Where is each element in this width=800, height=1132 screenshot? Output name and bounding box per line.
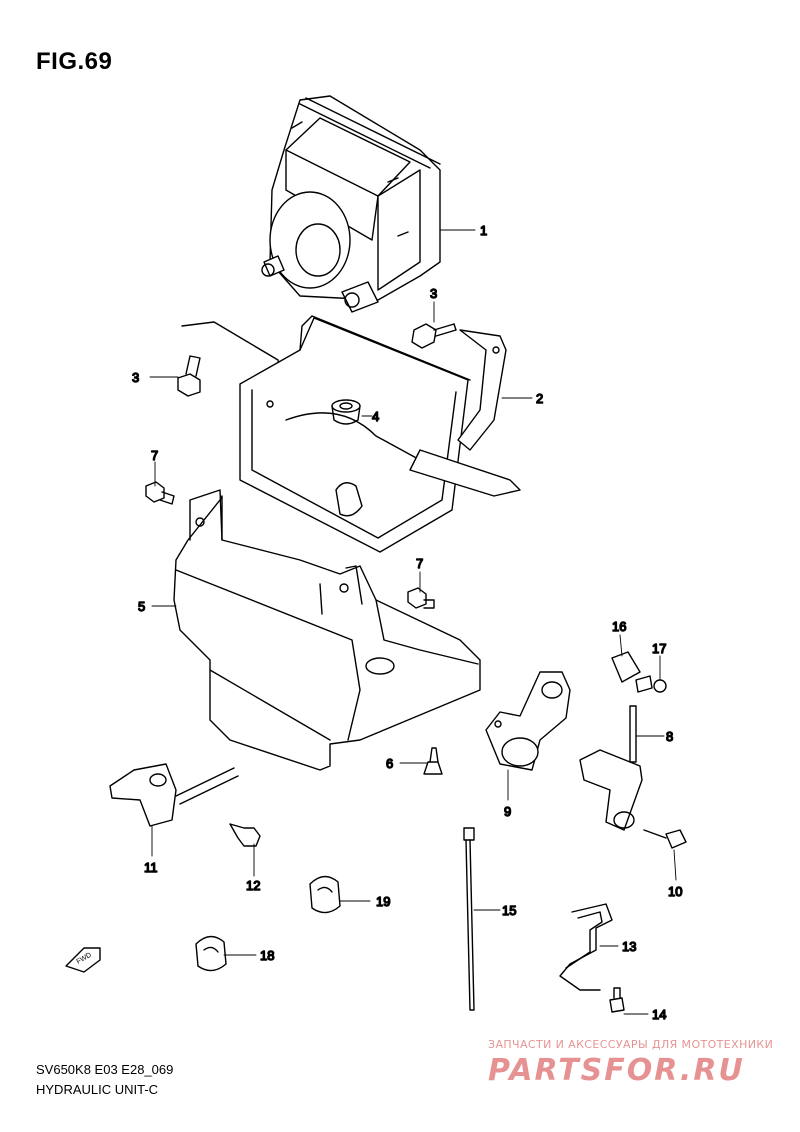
leader-lines bbox=[149, 229, 677, 1015]
callout-16: 16 bbox=[612, 619, 626, 634]
callout-4: 4 bbox=[372, 409, 379, 424]
part-14-bolt[interactable] bbox=[609, 987, 625, 1013]
part-8-speed-sensor[interactable] bbox=[579, 705, 643, 831]
part-16-nut-clip[interactable] bbox=[611, 651, 641, 683]
callout-9: 9 bbox=[504, 804, 511, 819]
section-name: HYDRAULIC UNIT-C bbox=[36, 1082, 159, 1097]
part-3-bolt-left[interactable] bbox=[177, 355, 201, 397]
part-6-clip[interactable] bbox=[423, 747, 443, 775]
callout-3-left: 3 bbox=[132, 370, 139, 385]
watermark-brand: PARTSFOR.RU bbox=[488, 1053, 745, 1088]
part-7-screw-left[interactable] bbox=[145, 481, 175, 505]
callout-19: 19 bbox=[376, 894, 390, 909]
part-7-screw-right[interactable] bbox=[407, 587, 435, 609]
callout-12: 12 bbox=[246, 878, 260, 893]
part-2-bracket[interactable] bbox=[181, 315, 521, 553]
callout-6: 6 bbox=[386, 756, 393, 771]
callout-17: 17 bbox=[652, 641, 666, 656]
callout-18: 18 bbox=[260, 948, 274, 963]
part-3-bolt-upper[interactable] bbox=[411, 323, 457, 349]
watermark-tagline: ЗАПЧАСТИ И АКСЕССУАРЫ ДЛЯ МОТОТЕХНИКИ bbox=[488, 1038, 774, 1051]
part-11-front-sensor[interactable] bbox=[109, 763, 239, 827]
part-18-clamp[interactable] bbox=[195, 935, 227, 972]
part-13-wire-clip[interactable] bbox=[559, 903, 613, 991]
part-5-cover[interactable] bbox=[173, 489, 481, 771]
callout-5: 5 bbox=[138, 599, 145, 614]
callout-15: 15 bbox=[502, 903, 516, 918]
part-15-cable-tie[interactable] bbox=[463, 827, 475, 1011]
model-code: SV650K8 E03 E28_069 bbox=[36, 1062, 174, 1077]
part-1-hydraulic-unit[interactable] bbox=[261, 95, 441, 313]
callout-numbers: 1 2 3 3 4 5 6 7 7 8 9 10 11 12 13 14 15 … bbox=[131, 222, 683, 1022]
callout-7-left: 7 bbox=[151, 448, 158, 463]
callout-8: 8 bbox=[666, 729, 673, 744]
part-4-grommet[interactable] bbox=[331, 399, 361, 425]
callout-2: 2 bbox=[536, 391, 543, 406]
callout-7-right: 7 bbox=[416, 556, 423, 571]
callout-11: 11 bbox=[144, 860, 158, 875]
figure-title: FIG.69 bbox=[36, 48, 113, 75]
callout-1: 1 bbox=[480, 223, 487, 238]
callout-14: 14 bbox=[652, 1007, 666, 1022]
callout-13: 13 bbox=[622, 939, 636, 954]
part-10-bolt[interactable] bbox=[643, 829, 687, 849]
callout-3-upper: 3 bbox=[430, 286, 437, 301]
part-9-sensor-bracket[interactable] bbox=[485, 671, 571, 771]
part-19-clamp[interactable] bbox=[309, 875, 341, 914]
part-12-bolt[interactable] bbox=[229, 823, 261, 847]
watermark: ЗАПЧАСТИ И АКСЕССУАРЫ ДЛЯ МОТОТЕХНИКИ PA… bbox=[488, 1038, 788, 1088]
fwd-arrow-icon: FWD bbox=[65, 947, 101, 973]
callout-10: 10 bbox=[668, 884, 682, 899]
part-17-bolt[interactable] bbox=[635, 675, 667, 693]
